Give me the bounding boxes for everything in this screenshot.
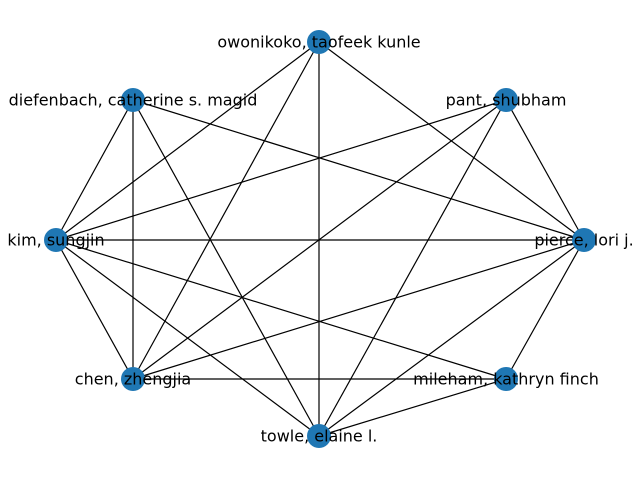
node-label-chen: chen, zhengjia [75, 370, 191, 389]
edge-kim-chen [55, 239, 134, 380]
edge-pierce-chen [132, 239, 585, 380]
node-label-mileham: mileham, kathryn finch [413, 370, 599, 389]
edge-diefenbach-kim [55, 99, 134, 241]
edges-layer [55, 41, 585, 437]
labels-layer: owonikoko, taofeek kunle pant, shubham pie… [7, 33, 633, 446]
nodes-layer [44, 30, 596, 448]
node-label-pant: pant, shubham [446, 91, 567, 110]
edge-pant-towle [318, 99, 507, 437]
edge-towle-mileham [318, 378, 507, 437]
node-label-pierce: pierce, lori j. [534, 231, 633, 250]
edge-pant-pierce [505, 99, 585, 241]
edge-owonikoko-chen [132, 41, 320, 380]
node-diefenbach [121, 88, 145, 112]
edge-kim-towle [55, 239, 320, 437]
node-label-owonikoko: owonikoko, taofeek kunle [217, 33, 420, 52]
edge-owonikoko-kim [55, 41, 320, 241]
node-pierce [572, 228, 596, 252]
node-pant [494, 88, 518, 112]
edge-kim-mileham [55, 239, 507, 380]
node-chen [121, 367, 145, 391]
edge-diefenbach-towle [132, 99, 320, 437]
node-owonikoko [307, 30, 331, 54]
edge-pierce-mileham [505, 239, 585, 380]
edge-diefenbach-pierce [132, 99, 585, 241]
node-towle [307, 424, 331, 448]
node-mileham [494, 367, 518, 391]
node-label-towle: towle, elaine l. [261, 427, 378, 446]
node-kim [44, 228, 68, 252]
edge-pant-kim [55, 99, 507, 241]
node-label-kim: kim, sungjin [7, 231, 104, 250]
node-label-diefenbach: diefenbach, catherine s. magid [9, 91, 258, 110]
edge-pierce-towle [318, 239, 585, 437]
